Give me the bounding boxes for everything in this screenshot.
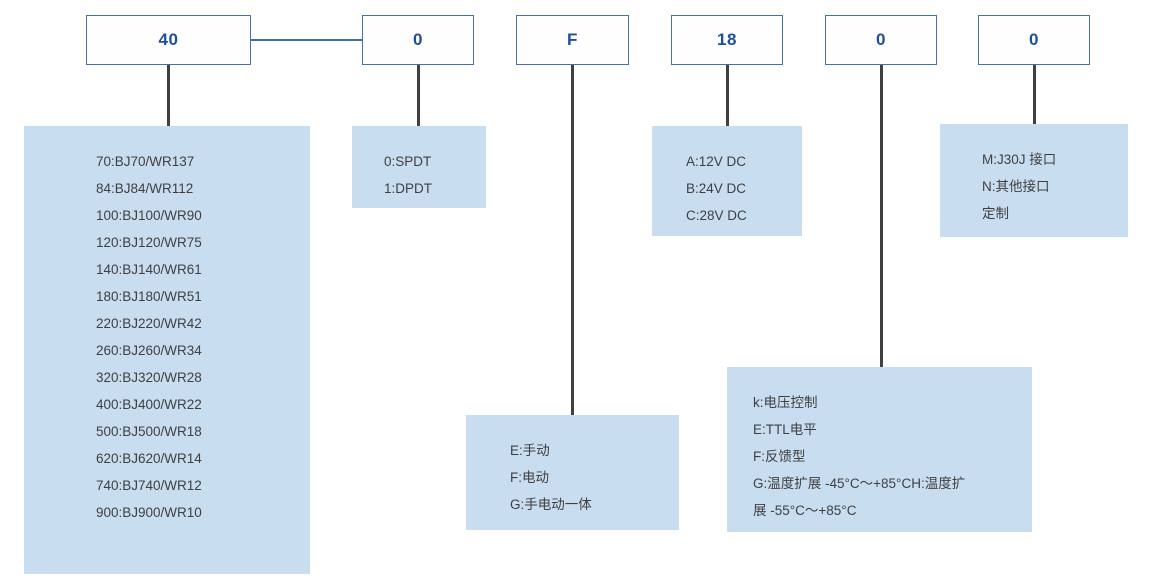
panel-line: 70:BJ70/WR137 [96, 154, 195, 169]
panel-line: 展 -55°C～+85°C [753, 503, 857, 518]
panel-line: A:12V DC [686, 154, 747, 169]
code-box-voltage-value: 18 [717, 30, 737, 49]
connector-size-down [167, 65, 170, 126]
connector-control-down [880, 65, 883, 367]
panel-line: 620:BJ620/WR14 [96, 451, 202, 466]
panel-interface-options: M:J30J 接口 N:其他接口 定制 [940, 124, 1128, 237]
panel-line: B:24V DC [686, 181, 747, 196]
panel-control-options: k:电压控制 E:TTL电平 F:反馈型 G:温度扩展 -45°C～+85°CH… [727, 367, 1032, 532]
panel-line: 1:DPDT [384, 181, 433, 196]
panel-line: M:J30J 接口 [982, 152, 1057, 167]
code-box-interface[interactable]: 0 [978, 15, 1090, 65]
panel-line: 900:BJ900/WR10 [96, 505, 202, 520]
panel-line: G:温度扩展 -45°C～+85°CH:温度扩 [753, 476, 966, 491]
panel-line: 400:BJ400/WR22 [96, 397, 202, 412]
panel-line: 100:BJ100/WR90 [96, 208, 202, 223]
connector-interface-down [1033, 65, 1036, 124]
panel-line: F:反馈型 [753, 449, 806, 464]
panel-line: 320:BJ320/WR28 [96, 370, 202, 385]
panel-line: E:手动 [510, 443, 550, 458]
panel-line: C:28V DC [686, 208, 747, 223]
code-box-interface-value: 0 [1029, 30, 1039, 49]
code-box-control-value: 0 [876, 30, 886, 49]
connector-voltage-down [726, 65, 729, 126]
connector-switch-down [417, 65, 420, 126]
panel-line: N:其他接口 [982, 179, 1050, 194]
panel-line: 260:BJ260/WR34 [96, 343, 202, 358]
code-box-switch-value: 0 [413, 30, 423, 49]
panel-line: 500:BJ500/WR18 [96, 424, 202, 439]
panel-line: k:电压控制 [753, 395, 818, 410]
panel-line: E:TTL电平 [753, 422, 817, 437]
connector-actuation-down [571, 65, 574, 415]
code-box-size[interactable]: 40 [86, 15, 251, 65]
panel-voltage-options: A:12V DC B:24V DC C:28V DC [652, 126, 802, 236]
code-box-control[interactable]: 0 [825, 15, 937, 65]
panel-switch-options: 0:SPDT 1:DPDT [352, 126, 486, 208]
panel-actuation-options: E:手动 F:电动 G:手电动一体 [466, 415, 679, 530]
code-box-voltage[interactable]: 18 [671, 15, 783, 65]
panel-size-options: 70:BJ70/WR137 84:BJ84/WR112 100:BJ100/WR… [24, 126, 310, 574]
panel-line: 140:BJ140/WR61 [96, 262, 202, 277]
panel-line: 定制 [982, 206, 1009, 221]
panel-line: 120:BJ120/WR75 [96, 235, 202, 250]
code-box-switch[interactable]: 0 [362, 15, 474, 65]
code-box-actuation-value: F [567, 30, 578, 49]
panel-line: 740:BJ740/WR12 [96, 478, 202, 493]
code-box-actuation[interactable]: F [516, 15, 629, 65]
panel-line: 84:BJ84/WR112 [96, 181, 194, 196]
panel-line: 180:BJ180/WR51 [96, 289, 202, 304]
panel-line: F:电动 [510, 470, 549, 485]
panel-line: 220:BJ220/WR42 [96, 316, 202, 331]
connector-size-to-switch [251, 39, 362, 41]
panel-line: 0:SPDT [384, 154, 432, 169]
panel-line: G:手电动一体 [510, 497, 592, 512]
code-box-size-value: 40 [158, 30, 179, 49]
